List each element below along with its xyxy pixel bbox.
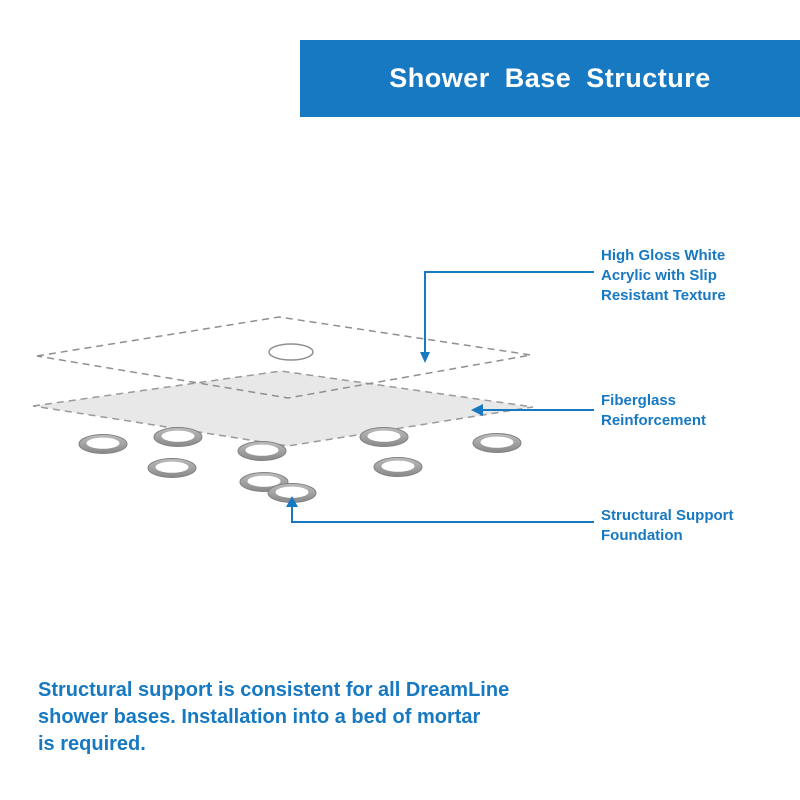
- label-acrylic: High Gloss White Acrylic with Slip Resis…: [601, 246, 726, 306]
- support-ring: [359, 427, 409, 447]
- leader-acrylic: [420, 271, 594, 363]
- arrow-up-icon: [286, 496, 298, 507]
- support-ring: [78, 434, 128, 454]
- acrylic-layer-outline: [36, 316, 532, 399]
- arrow-left-icon: [471, 404, 483, 416]
- support-ring: [237, 441, 287, 461]
- label-support: Structural Support Foundation: [601, 506, 734, 546]
- footer-note: Structural support is consistent for all…: [38, 677, 509, 758]
- label-support-line: Foundation: [601, 527, 683, 544]
- page-title: Shower Base Structure: [389, 63, 711, 93]
- support-ring: [153, 427, 203, 447]
- label-support-line: Structural Support: [601, 507, 734, 524]
- arrow-down-icon: [420, 352, 430, 363]
- leader-support: [286, 496, 594, 523]
- label-fiberglass-line: Reinforcement: [601, 412, 707, 429]
- fiberglass-layer: [32, 370, 534, 447]
- drain-outline: [268, 343, 314, 361]
- support-ring: [147, 458, 197, 478]
- footer-note-line: is required.: [38, 733, 146, 755]
- label-acrylic-line: Acrylic with Slip: [601, 267, 717, 284]
- leader-fiberglass: [471, 404, 594, 416]
- label-fiberglass-line: Fiberglass: [601, 392, 677, 409]
- support-ring: [472, 433, 522, 453]
- footer-note-line: shower bases. Installation into a bed of…: [38, 706, 481, 728]
- footer-note-line: Structural support is consistent for all…: [38, 679, 510, 701]
- support-ring: [373, 457, 423, 477]
- label-acrylic-line: Resistant Texture: [601, 287, 726, 304]
- label-fiberglass: Fiberglass Reinforcement: [601, 391, 706, 431]
- label-acrylic-line: High Gloss White: [601, 247, 726, 264]
- header-banner: Shower Base Structure: [300, 40, 800, 117]
